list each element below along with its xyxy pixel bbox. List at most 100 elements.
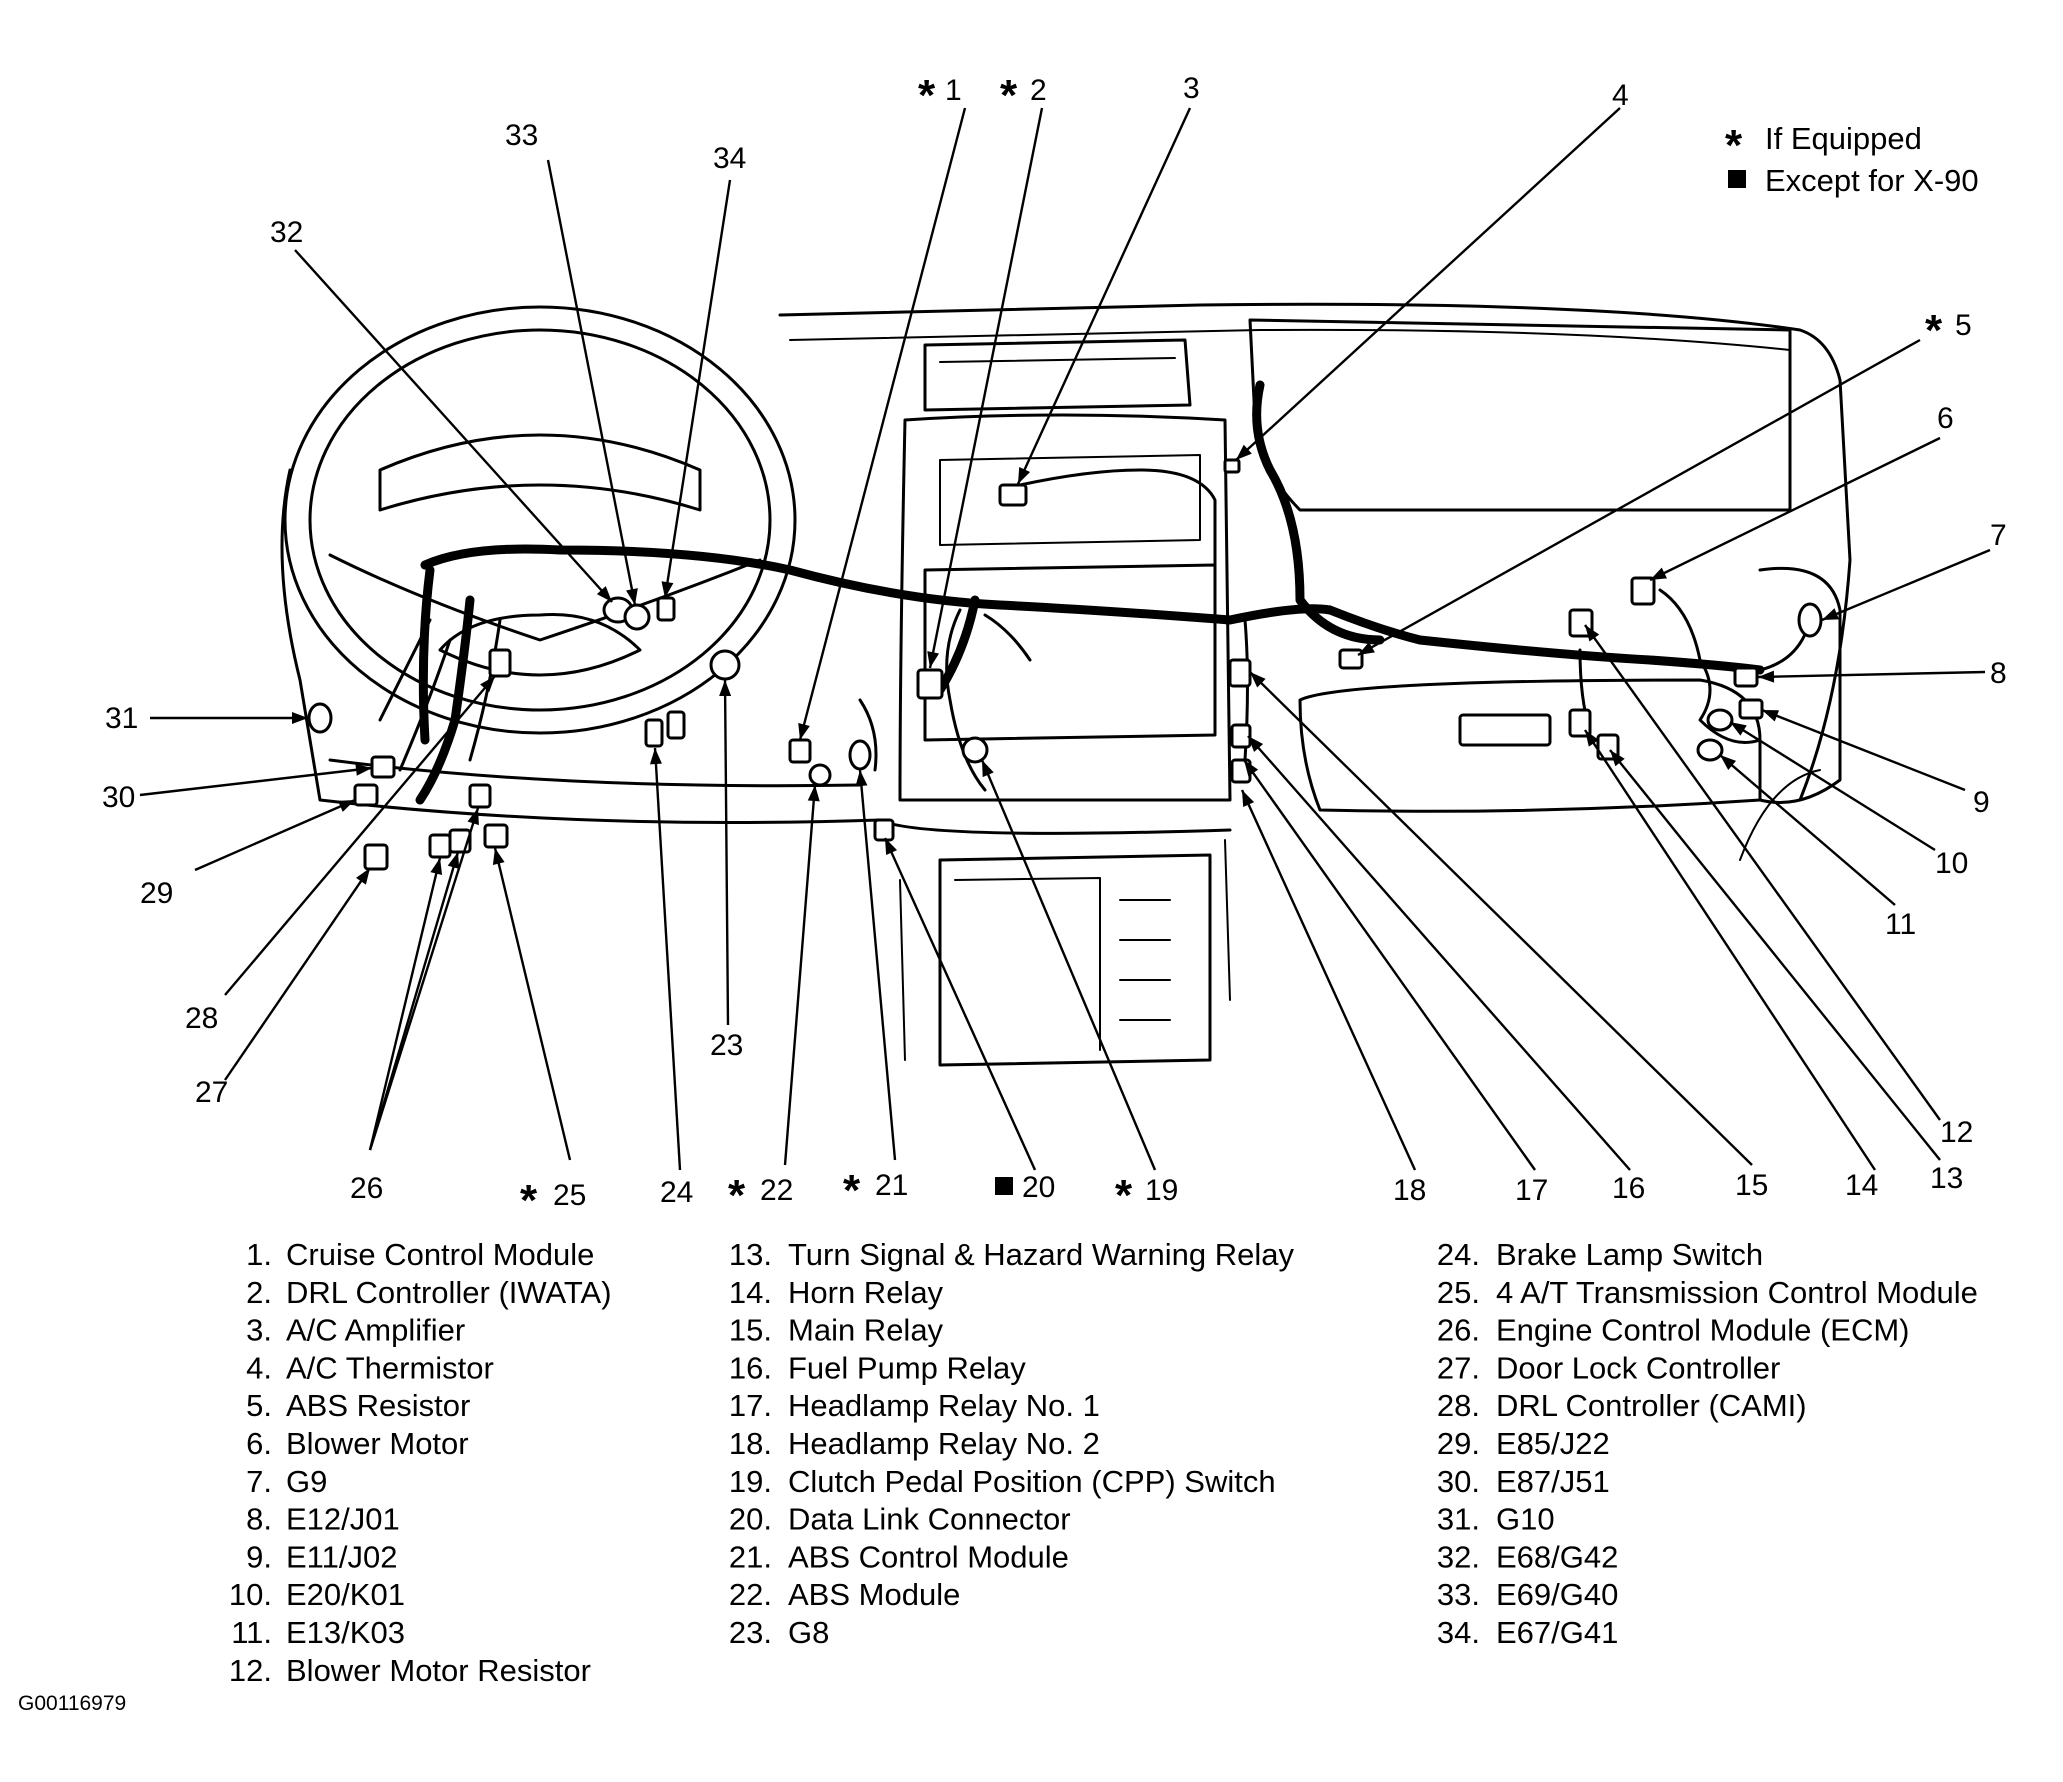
connector-8: [1733, 666, 1759, 688]
connector-17: [1230, 723, 1252, 749]
component-number: 24.: [1437, 1237, 1480, 1272]
square-marker-20: [995, 1177, 1013, 1195]
component-number: 4.: [246, 1350, 272, 1385]
callout-23: 23: [710, 1029, 743, 1062]
arrowhead: [927, 651, 940, 668]
glove-box: [1298, 678, 1762, 813]
arrowhead: [337, 800, 355, 812]
leader-29: [194, 798, 356, 872]
connector-14: [1568, 708, 1592, 738]
component-name: A/C Thermistor: [286, 1350, 494, 1385]
arrowhead: [1730, 722, 1747, 736]
arrowhead: [1358, 641, 1375, 655]
connector-19: [961, 736, 989, 764]
component-name: Data Link Connector: [788, 1502, 1071, 1537]
component-name: E69/G40: [1496, 1577, 1618, 1612]
arrowhead: [626, 588, 638, 605]
component-name: E11/J02: [286, 1539, 397, 1574]
arrowhead: [1585, 625, 1600, 642]
arrowhead: [1236, 444, 1252, 460]
leader-20: [883, 837, 1037, 1171]
connector-22: [808, 763, 832, 787]
connector-5: [1338, 648, 1364, 670]
leader-1: [798, 107, 967, 741]
connector-7: [1797, 602, 1823, 638]
component-number: 34.: [1437, 1615, 1480, 1650]
callout-29: 29: [140, 877, 173, 910]
connector-10: [1706, 708, 1734, 732]
callout-7: 7: [1990, 519, 2007, 552]
component-number: 32.: [1437, 1539, 1480, 1574]
star-marker-1: *: [918, 71, 936, 120]
leader-4: [1235, 107, 1621, 461]
callout-1: 1: [945, 74, 962, 107]
connector-6: [1630, 576, 1656, 606]
leader-8: [1757, 670, 1986, 679]
component-number: 8.: [246, 1502, 272, 1537]
leader-17: [1243, 759, 1536, 1171]
tunnel-lines: [899, 839, 1231, 1061]
connector-4: [1223, 458, 1241, 474]
component-number: 9.: [246, 1539, 272, 1574]
component-name: Clutch Pedal Position (CPP) Switch: [788, 1464, 1276, 1499]
connector-33: [623, 603, 651, 631]
connector-29: [353, 783, 379, 807]
component-number: 1.: [246, 1237, 272, 1272]
harness-upper-right: [1252, 380, 1385, 645]
callout-33: 33: [505, 119, 538, 152]
callout-6: 6: [1937, 402, 1954, 435]
connector-3: [998, 483, 1028, 507]
arrowhead: [1250, 672, 1266, 688]
component-number: 20.: [729, 1502, 772, 1537]
connector-27: [363, 843, 389, 871]
component-number: 17.: [729, 1388, 772, 1423]
leader-22: [783, 784, 817, 1166]
leader-3: [1016, 107, 1192, 485]
component-name: G10: [1496, 1502, 1555, 1537]
star-marker-5: *: [1925, 306, 1943, 355]
connector-24: [644, 718, 664, 748]
arrowhead: [1248, 736, 1264, 752]
arrowhead: [467, 808, 479, 826]
figure-id: G00116979: [18, 1692, 126, 1715]
leader-33: [546, 159, 637, 606]
callout-19: 19: [1145, 1174, 1178, 1207]
component-number: 21.: [729, 1539, 772, 1574]
lower-center-console: [938, 853, 1212, 1067]
leader-arrowheads: [292, 444, 1840, 885]
connector-23: [709, 649, 741, 681]
callout-8: 8: [1990, 657, 2007, 690]
component-number: 5.: [246, 1388, 272, 1423]
harness-branch-c: [858, 698, 878, 772]
component-number: 3.: [246, 1313, 272, 1348]
leader-13: [1609, 749, 1941, 1161]
leader-14: [1583, 729, 1877, 1171]
component-number: 12.: [229, 1653, 272, 1688]
steering-wheel-rim-inner: [308, 328, 772, 712]
component-number: 26.: [1437, 1313, 1480, 1348]
harness-branch-f: [1658, 588, 1702, 662]
leader-28: [224, 675, 496, 996]
component-name: E20/K01: [286, 1577, 405, 1612]
leader-15: [1249, 671, 1753, 1166]
callout-32: 32: [270, 216, 303, 249]
component-name: Blower Motor Resistor: [286, 1653, 591, 1688]
arrowhead: [596, 586, 612, 602]
arrowhead: [292, 712, 308, 724]
callout-4: 4: [1612, 79, 1629, 112]
component-name: E68/G42: [1496, 1539, 1618, 1574]
right-kick-panel: [1739, 769, 1821, 861]
callout-24: 24: [660, 1176, 693, 1209]
callout-15: 15: [1735, 1169, 1768, 1202]
component-name: Brake Lamp Switch: [1496, 1237, 1763, 1272]
arrowhead: [1242, 790, 1255, 808]
leader-26c: [368, 807, 480, 1151]
leader-18: [1240, 789, 1417, 1171]
component-name: Turn Signal & Hazard Warning Relay: [788, 1237, 1294, 1272]
component-name: G9: [286, 1464, 327, 1499]
connector-11: [1696, 738, 1724, 762]
component-name: DRL Controller (CAMI): [1496, 1388, 1807, 1423]
component-number: 30.: [1437, 1464, 1480, 1499]
connector-26c: [468, 783, 492, 809]
